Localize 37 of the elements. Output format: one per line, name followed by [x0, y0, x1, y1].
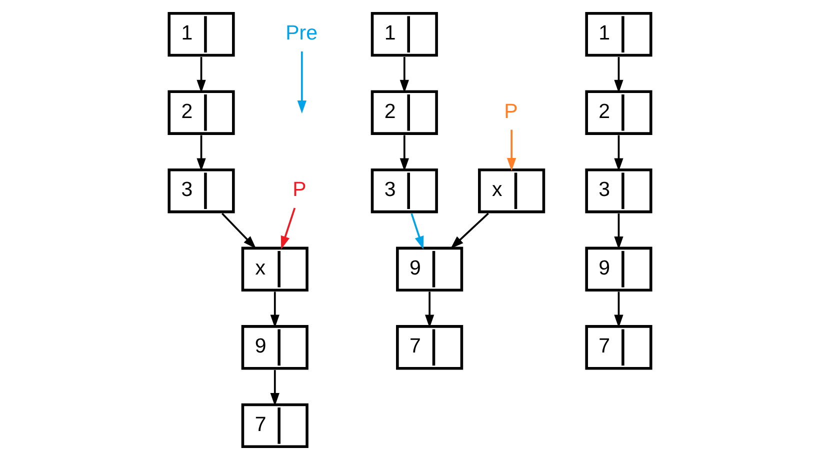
node-box: 2 — [167, 90, 234, 135]
node-box: 3 — [584, 168, 652, 214]
node-text: P — [504, 100, 518, 123]
node-box: 2 — [370, 90, 438, 135]
node-box: 7 — [584, 325, 652, 370]
arrow — [270, 370, 279, 406]
arrow — [399, 135, 408, 172]
arrow — [296, 51, 306, 114]
arrow — [424, 292, 434, 328]
node-box: 9 — [584, 246, 652, 292]
node-box: 9 — [396, 246, 463, 292]
node-box: x — [478, 168, 545, 214]
node-box: 1 — [584, 12, 652, 57]
arrow — [450, 212, 488, 249]
node-box: 3 — [167, 168, 234, 214]
node-box: x — [240, 246, 308, 292]
node-box: 2 — [584, 90, 652, 135]
arrow — [270, 292, 279, 328]
arrow — [506, 130, 516, 172]
arrow — [614, 56, 623, 93]
arrow — [399, 56, 408, 93]
node-box: 3 — [370, 168, 438, 214]
node-box: 7 — [240, 403, 308, 448]
arrow — [614, 214, 623, 250]
node-box: 9 — [240, 325, 308, 370]
arrow — [614, 292, 623, 328]
node-box: 1 — [370, 12, 438, 57]
node-box: 1 — [167, 12, 234, 57]
arrow — [410, 213, 424, 250]
arrow — [614, 135, 623, 172]
arrow — [196, 135, 206, 172]
arrow — [196, 56, 206, 93]
node-text: Pre — [285, 22, 318, 45]
arrow — [221, 212, 256, 249]
node-box: 7 — [396, 325, 463, 370]
arrow — [280, 208, 296, 250]
node-text: P — [292, 178, 306, 202]
